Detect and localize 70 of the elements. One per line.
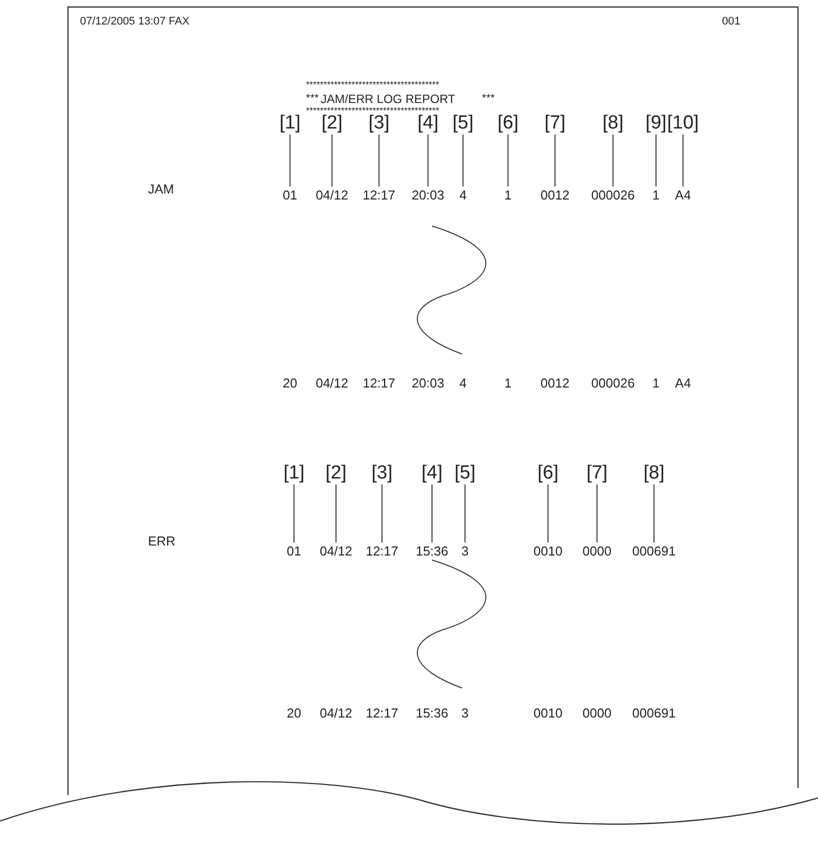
log-value: 3	[461, 706, 469, 720]
callout-number: [1]	[279, 114, 301, 132]
log-value: 01	[282, 188, 298, 202]
leader-line	[462, 134, 464, 187]
leader-line	[378, 134, 380, 187]
log-value: 04/12	[316, 376, 348, 390]
log-value: 01	[286, 544, 302, 558]
log-value: 0000	[582, 544, 612, 558]
log-value: 4	[459, 376, 467, 390]
log-value: 20:03	[412, 188, 444, 202]
log-value: 15:36	[416, 544, 448, 558]
callout-number: [10]	[667, 114, 699, 132]
log-value: A4	[675, 376, 691, 390]
log-value: 0012	[540, 188, 570, 202]
header-text: 07/12/2005 13:07 FAX	[80, 16, 190, 28]
log-value: 4	[459, 188, 467, 202]
log-value: 0012	[540, 376, 570, 390]
callout-number: [4]	[417, 114, 439, 132]
log-value: 12:17	[366, 544, 398, 558]
log-value: 3	[461, 544, 469, 558]
callout-number: [7]	[544, 114, 566, 132]
log-value: 000026	[591, 376, 635, 390]
report-title: JAM/ERR LOG REPORT	[320, 93, 456, 105]
log-value: 20	[282, 376, 298, 390]
log-value: 000691	[632, 706, 676, 720]
asterisk-mark: ***	[482, 94, 495, 104]
callout-number: [5]	[452, 114, 474, 132]
callout-number: [9]	[645, 114, 667, 132]
section-label: ERR	[148, 534, 176, 548]
log-value: 04/12	[320, 544, 352, 558]
leader-line	[612, 134, 614, 187]
callout-number: [2]	[321, 114, 343, 132]
log-value: 12:17	[362, 188, 396, 202]
log-value: 000691	[632, 544, 676, 558]
log-value: 1	[504, 188, 512, 202]
asterisk-mark: ***	[306, 94, 319, 104]
callout-number: [6]	[497, 114, 519, 132]
log-value: 1	[652, 188, 660, 202]
leader-line	[596, 484, 598, 543]
leader-line	[554, 134, 556, 187]
callout-number: [2]	[325, 464, 347, 482]
leader-line	[682, 134, 684, 187]
callout-number: [6]	[537, 464, 559, 482]
callout-number: [5]	[454, 464, 476, 482]
callout-number: [3]	[371, 464, 393, 482]
log-value: 12:17	[366, 706, 398, 720]
log-value: 12:17	[362, 376, 396, 390]
log-value: 15:36	[416, 706, 448, 720]
asterisk-rule: **************************************	[306, 106, 440, 116]
log-value: 0010	[534, 706, 562, 720]
callout-number: [1]	[283, 464, 305, 482]
callout-number: [3]	[368, 114, 390, 132]
page-number: 001	[722, 16, 740, 28]
log-value: 0000	[582, 706, 612, 720]
log-value: 1	[504, 376, 512, 390]
section-label: JAM	[148, 182, 174, 196]
log-value: 1	[652, 376, 660, 390]
log-value: 20:03	[412, 376, 444, 390]
log-value: 04/12	[316, 188, 348, 202]
log-value: 04/12	[320, 706, 352, 720]
callout-number: [4]	[421, 464, 443, 482]
callout-number: [8]	[602, 114, 624, 132]
callout-number: [8]	[643, 464, 665, 482]
callout-number: [7]	[586, 464, 608, 482]
log-value: 20	[286, 706, 302, 720]
log-value: 000026	[591, 188, 635, 202]
log-value: 0010	[534, 544, 562, 558]
log-value: A4	[675, 188, 691, 202]
leader-line	[464, 484, 466, 543]
asterisk-rule: **************************************	[306, 80, 440, 90]
